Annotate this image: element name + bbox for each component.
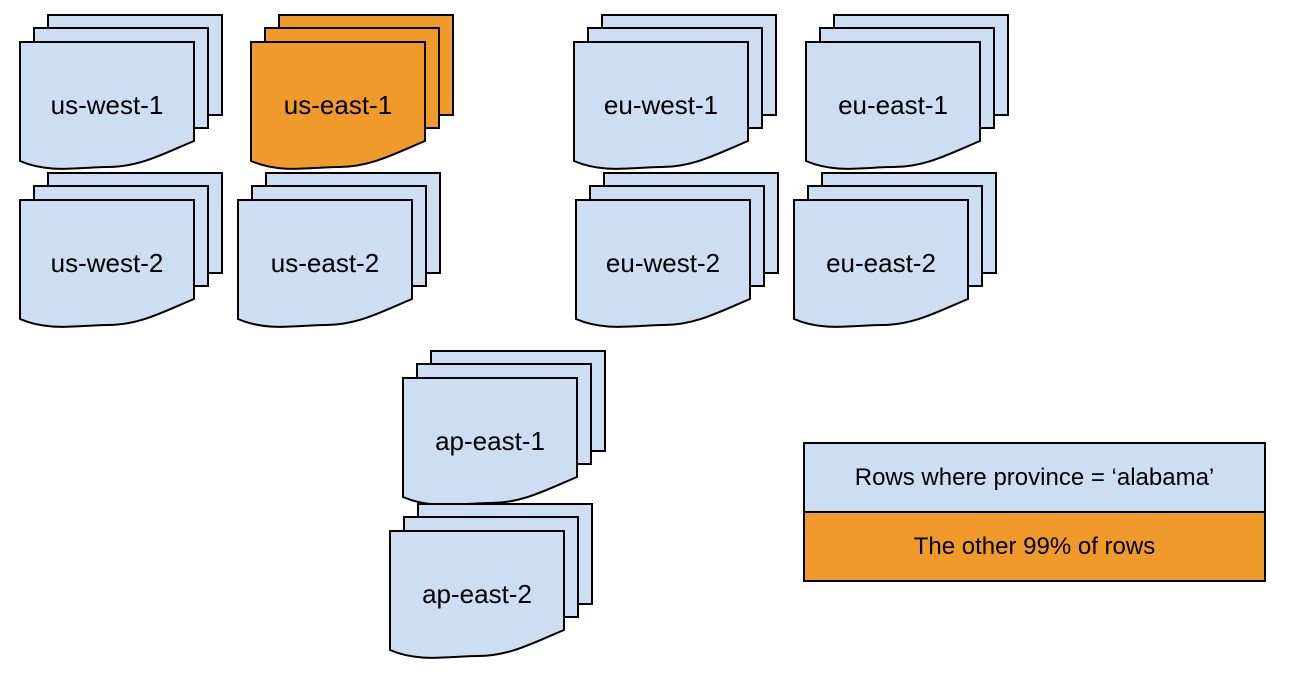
document-sheet-front-icon [19, 41, 195, 170]
document-sheet-front-icon [237, 199, 413, 328]
document-sheet-front-icon [402, 377, 578, 506]
region-stack-eu-west-2: eu-west-2 [575, 172, 779, 332]
document-sheet-front-icon [389, 530, 565, 659]
document-sheet-front-icon [805, 41, 981, 170]
region-stack-us-west-1: us-west-1 [19, 14, 223, 174]
legend-item-label: The other 99% of rows [913, 532, 1156, 560]
legend-item-other-rows: The other 99% of rows [803, 511, 1266, 582]
legend-item-label: Rows where province = ‘alabama’ [854, 463, 1215, 491]
document-sheet-front-icon [793, 199, 969, 328]
region-stack-us-east-2: us-east-2 [237, 172, 441, 332]
document-sheet-front-icon [573, 41, 749, 170]
region-stack-ap-east-2: ap-east-2 [389, 503, 593, 663]
region-stack-ap-east-1: ap-east-1 [402, 350, 606, 510]
document-sheet-front-icon [575, 199, 751, 328]
legend-item-alabama-rows: Rows where province = ‘alabama’ [803, 442, 1266, 513]
document-sheet-front-icon [19, 199, 195, 328]
region-stack-eu-east-1: eu-east-1 [805, 14, 1009, 174]
document-sheet-front-icon [250, 41, 426, 170]
region-stack-eu-west-1: eu-west-1 [573, 14, 777, 174]
region-stack-us-east-1: us-east-1 [250, 14, 454, 174]
region-stack-us-west-2: us-west-2 [19, 172, 223, 332]
legend: Rows where province = ‘alabama’ The othe… [803, 442, 1266, 582]
region-stack-eu-east-2: eu-east-2 [793, 172, 997, 332]
